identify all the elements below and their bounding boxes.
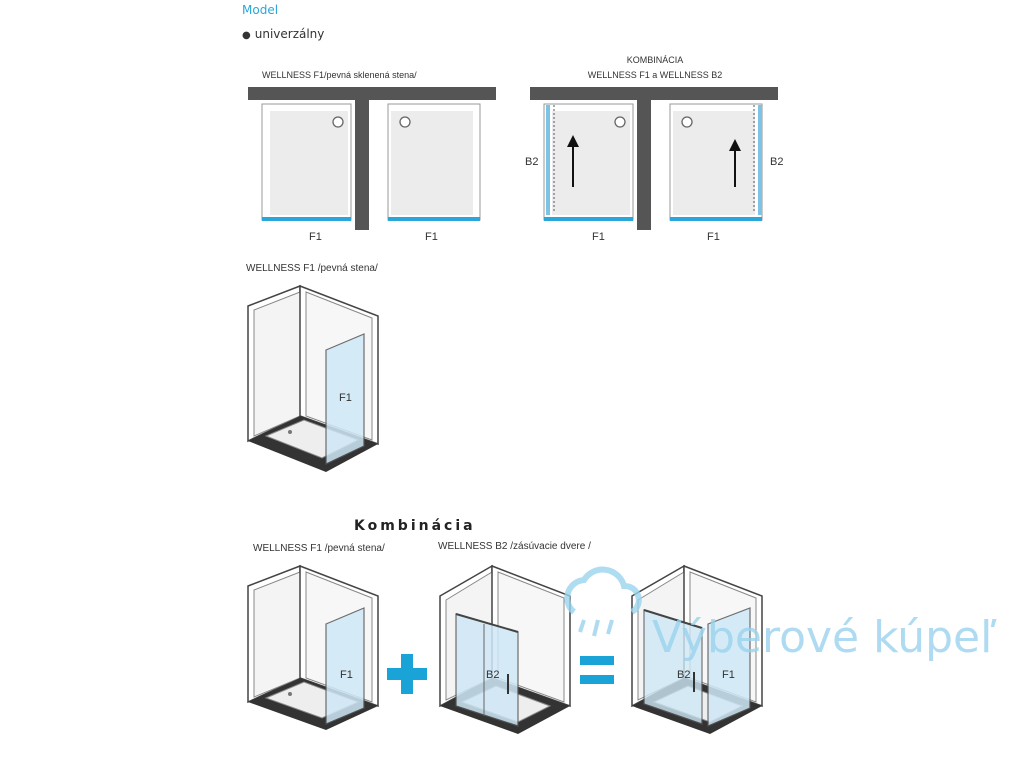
iso-single-caption: WELLNESS F1 /pevná stena/ xyxy=(246,263,378,274)
combo-f1-label: F1 xyxy=(340,669,353,681)
plan-right-caption-sub: WELLNESS F1 a WELLNESS B2 xyxy=(587,70,723,80)
model-bullet: ●univerzálny xyxy=(242,27,324,41)
iso-single-label-f1: F1 xyxy=(339,392,352,404)
model-heading: Model xyxy=(242,3,279,17)
combo-b2-diagram xyxy=(439,564,571,734)
combo-f1-diagram xyxy=(247,564,379,730)
combo-result-label-b2: B2 xyxy=(677,669,691,681)
plan-label-f1-c: F1 xyxy=(592,231,605,243)
plan-label-b2-right: B2 xyxy=(770,156,784,168)
plan-label-b2-left: B2 xyxy=(525,156,539,168)
plan-right-caption-title: KOMBINÁCIA xyxy=(626,55,684,65)
combination-caption-f1: WELLNESS F1 /pevná stena/ xyxy=(253,543,385,554)
combination-title: Kombinácia xyxy=(354,518,476,534)
combo-b2-label: B2 xyxy=(486,669,500,681)
equals-icon xyxy=(580,656,614,684)
plan-label-f1-b: F1 xyxy=(425,231,438,243)
model-bullet-text: univerzálny xyxy=(254,27,325,41)
combo-result-label-f1: F1 xyxy=(722,669,735,681)
bullet-dot-icon: ● xyxy=(242,30,251,41)
plus-icon xyxy=(387,654,427,694)
plan-right-diagram xyxy=(530,87,778,230)
plan-left-caption: WELLNESS F1/pevná sklenená stena/ xyxy=(262,70,417,80)
watermark-cloud-icon xyxy=(564,566,642,637)
plan-left-diagram xyxy=(248,87,496,230)
combo-result-diagram xyxy=(631,564,763,734)
plan-label-f1-a: F1 xyxy=(309,231,322,243)
combination-caption-b2: WELLNESS B2 /zásúvacie dvere / xyxy=(438,541,591,552)
plan-label-f1-d: F1 xyxy=(707,231,720,243)
watermark-text: Výberové kúpeľ xyxy=(652,612,997,663)
iso-single-diagram xyxy=(247,284,379,472)
